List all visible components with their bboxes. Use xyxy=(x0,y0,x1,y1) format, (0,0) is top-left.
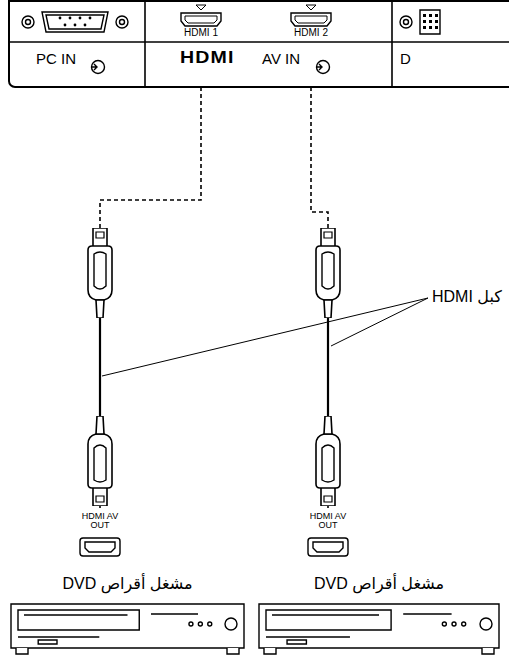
hdmi-cable-left xyxy=(88,228,112,506)
callout-label: كبل HDMI xyxy=(430,287,504,306)
port-label: HDMI AV OUT xyxy=(81,512,119,531)
device-label: مشغل أقراص DVD xyxy=(258,574,500,593)
port-label: HDMI 1 xyxy=(172,27,230,38)
rear-panel: PC IN HDMI AV IN D HDMI 1 HDMI 2 xyxy=(8,0,509,88)
panel-label: HDMI xyxy=(180,48,235,68)
dvd-player: HDMI AV OUT مشغل أقراص DVD xyxy=(10,508,245,658)
panel-label: D xyxy=(400,50,411,67)
hdmi-cable xyxy=(100,42,201,508)
hdmi-input-port: HDMI 2 xyxy=(282,2,340,42)
panel-artwork xyxy=(10,2,509,88)
hdmi-cable-right xyxy=(316,228,340,506)
device-label: مشغل أقراص DVD xyxy=(10,574,245,593)
panel-label: AV IN xyxy=(262,50,300,67)
port-label: HDMI 2 xyxy=(282,27,340,38)
hdmi-input-port: HDMI 1 xyxy=(172,2,230,42)
panel-label: PC IN xyxy=(36,50,76,67)
port-label: HDMI AV OUT xyxy=(309,512,347,531)
leader-lines xyxy=(102,298,428,376)
dvd-player: HDMI AV OUT مشغل أقراص DVD xyxy=(258,508,500,658)
